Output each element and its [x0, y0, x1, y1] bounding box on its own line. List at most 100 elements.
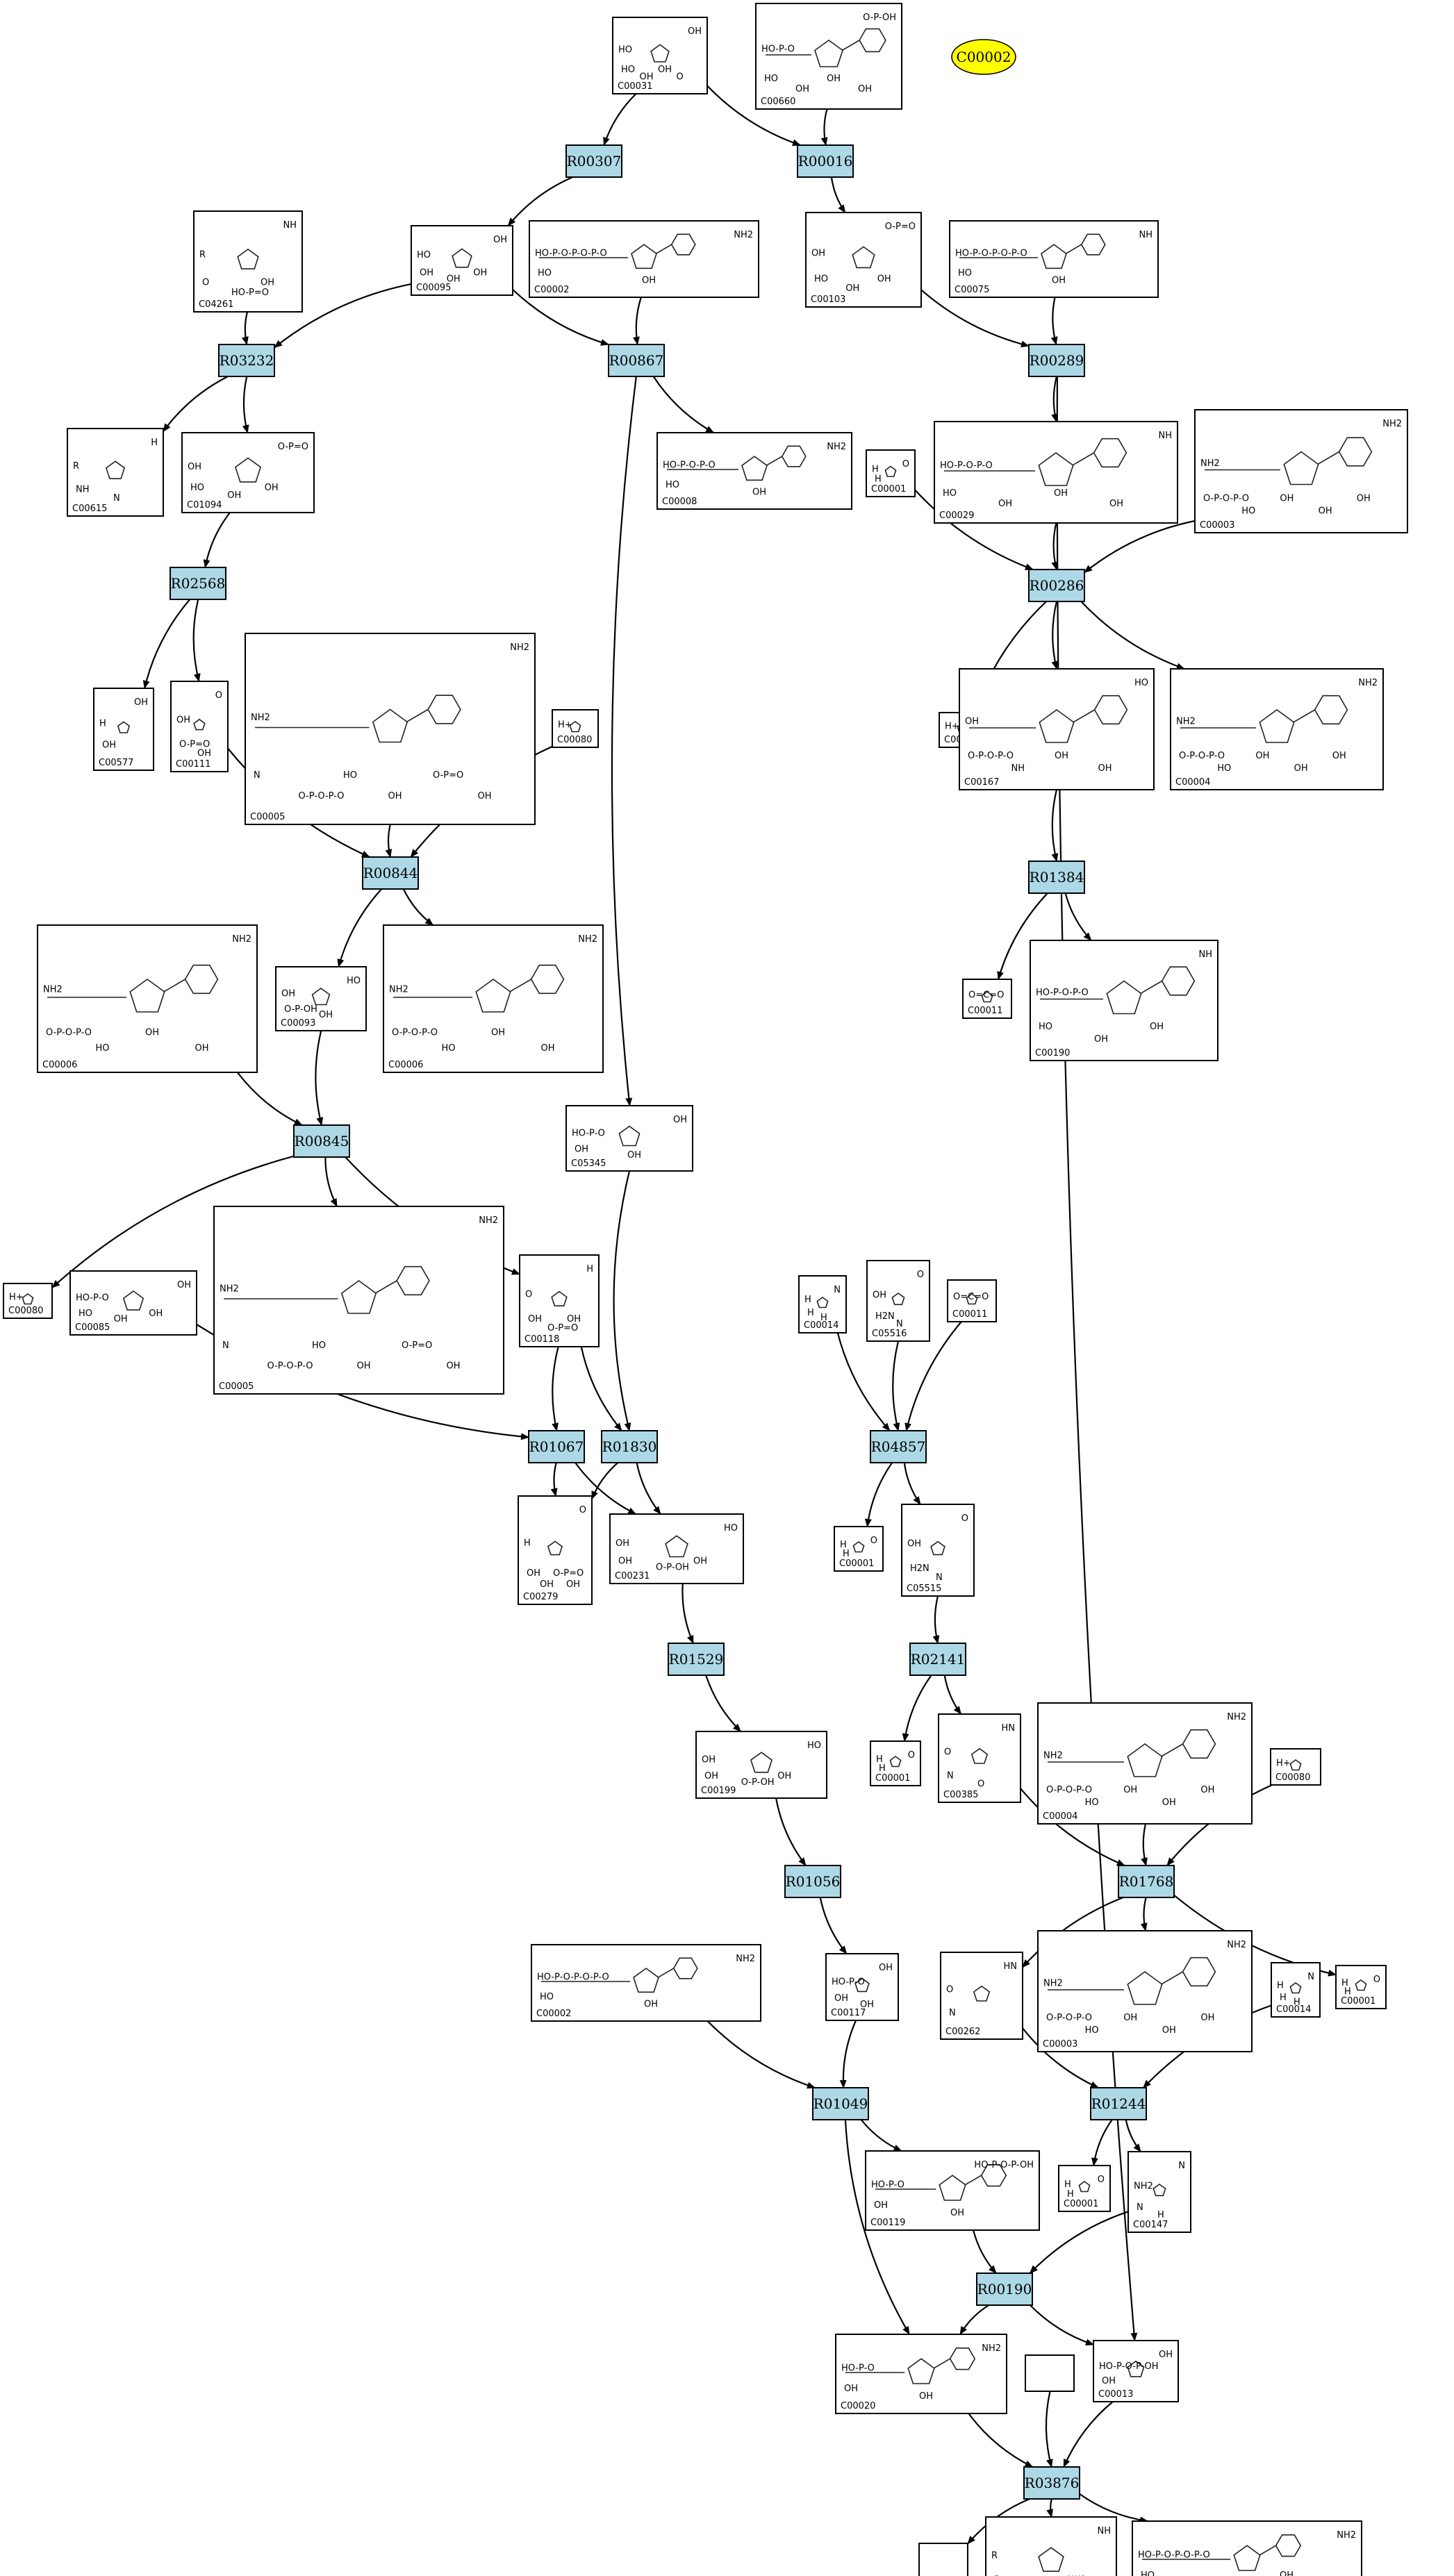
- reaction-node-r01056[interactable]: R01056: [784, 1865, 841, 1898]
- reaction-node-r01049[interactable]: R01049: [812, 2087, 869, 2120]
- compound-box[interactable]: [609, 1513, 744, 1584]
- compound-box[interactable]: [755, 3, 902, 110]
- reaction-node-r00844[interactable]: R00844: [362, 856, 419, 890]
- compound-box[interactable]: [193, 210, 303, 313]
- reaction-box[interactable]: [1090, 2087, 1147, 2120]
- compound-box[interactable]: [612, 17, 708, 94]
- highlighted-compound-ellipse[interactable]: [951, 39, 1016, 75]
- reaction-node-r01384[interactable]: R01384: [1028, 861, 1085, 894]
- compound-box[interactable]: [1030, 940, 1218, 1061]
- compound-box[interactable]: [901, 1504, 975, 1597]
- reaction-node-r00190[interactable]: R00190: [976, 2272, 1033, 2306]
- reaction-node-r00845[interactable]: R00845: [293, 1124, 350, 1158]
- compound-box[interactable]: [870, 1740, 921, 1786]
- reaction-box[interactable]: [812, 2087, 869, 2120]
- compound-box[interactable]: [1025, 2354, 1075, 2392]
- reaction-node-r04857[interactable]: R04857: [870, 1430, 927, 1463]
- reaction-box[interactable]: [1023, 2466, 1080, 2500]
- compound-box[interactable]: [1093, 2340, 1179, 2402]
- reaction-box[interactable]: [608, 344, 665, 377]
- reaction-node-r00307[interactable]: R00307: [565, 144, 622, 178]
- reaction-box[interactable]: [293, 1124, 350, 1158]
- compound-box[interactable]: [1037, 1930, 1253, 2052]
- reaction-box[interactable]: [797, 144, 854, 178]
- compound-box[interactable]: [1037, 1702, 1253, 1825]
- compound-box[interactable]: [1127, 2151, 1191, 2233]
- compound-box[interactable]: [565, 1105, 693, 1172]
- compound-box[interactable]: [383, 924, 604, 1073]
- compound-box[interactable]: [959, 668, 1155, 790]
- compound-box[interactable]: [949, 220, 1159, 298]
- reaction-box[interactable]: [170, 567, 226, 600]
- reaction-box[interactable]: [668, 1643, 725, 1676]
- compound-box[interactable]: [805, 212, 922, 308]
- compound-box[interactable]: [985, 2516, 1117, 2576]
- reaction-node-r00016[interactable]: R00016: [797, 144, 854, 178]
- reaction-node-r03876[interactable]: R03876: [1023, 2466, 1080, 2500]
- compound-node-blank2[interactable]: [918, 2543, 968, 2576]
- compound-box[interactable]: [245, 633, 536, 825]
- compound-box[interactable]: [947, 1279, 997, 1322]
- compound-box[interactable]: [1270, 1748, 1321, 1786]
- compound-box[interactable]: [938, 1713, 1021, 1803]
- compound-box[interactable]: [1335, 1965, 1387, 2009]
- compound-box[interactable]: [1132, 2520, 1362, 2576]
- compound-box[interactable]: [37, 924, 258, 1073]
- compound-box[interactable]: [934, 421, 1178, 524]
- reaction-box[interactable]: [601, 1430, 658, 1463]
- compound-node-c00080a[interactable]: H+C00080: [552, 709, 599, 748]
- reaction-box[interactable]: [362, 856, 419, 890]
- reaction-node-r02141[interactable]: R02141: [909, 1643, 966, 1676]
- compound-box[interactable]: [93, 688, 154, 771]
- compound-box[interactable]: [866, 1260, 930, 1342]
- reaction-box[interactable]: [218, 344, 275, 377]
- compound-box[interactable]: [918, 2543, 968, 2576]
- reaction-node-r00286[interactable]: R00286: [1028, 569, 1085, 602]
- reaction-node-r03232[interactable]: R03232: [218, 344, 275, 377]
- compound-box[interactable]: [962, 979, 1012, 1019]
- compound-box[interactable]: [1271, 1962, 1321, 2018]
- reaction-box[interactable]: [976, 2272, 1033, 2306]
- compound-box[interactable]: [1194, 409, 1408, 533]
- compound-box[interactable]: [798, 1275, 847, 1333]
- reaction-node-r01244[interactable]: R01244: [1090, 2087, 1147, 2120]
- compound-box[interactable]: [656, 432, 852, 510]
